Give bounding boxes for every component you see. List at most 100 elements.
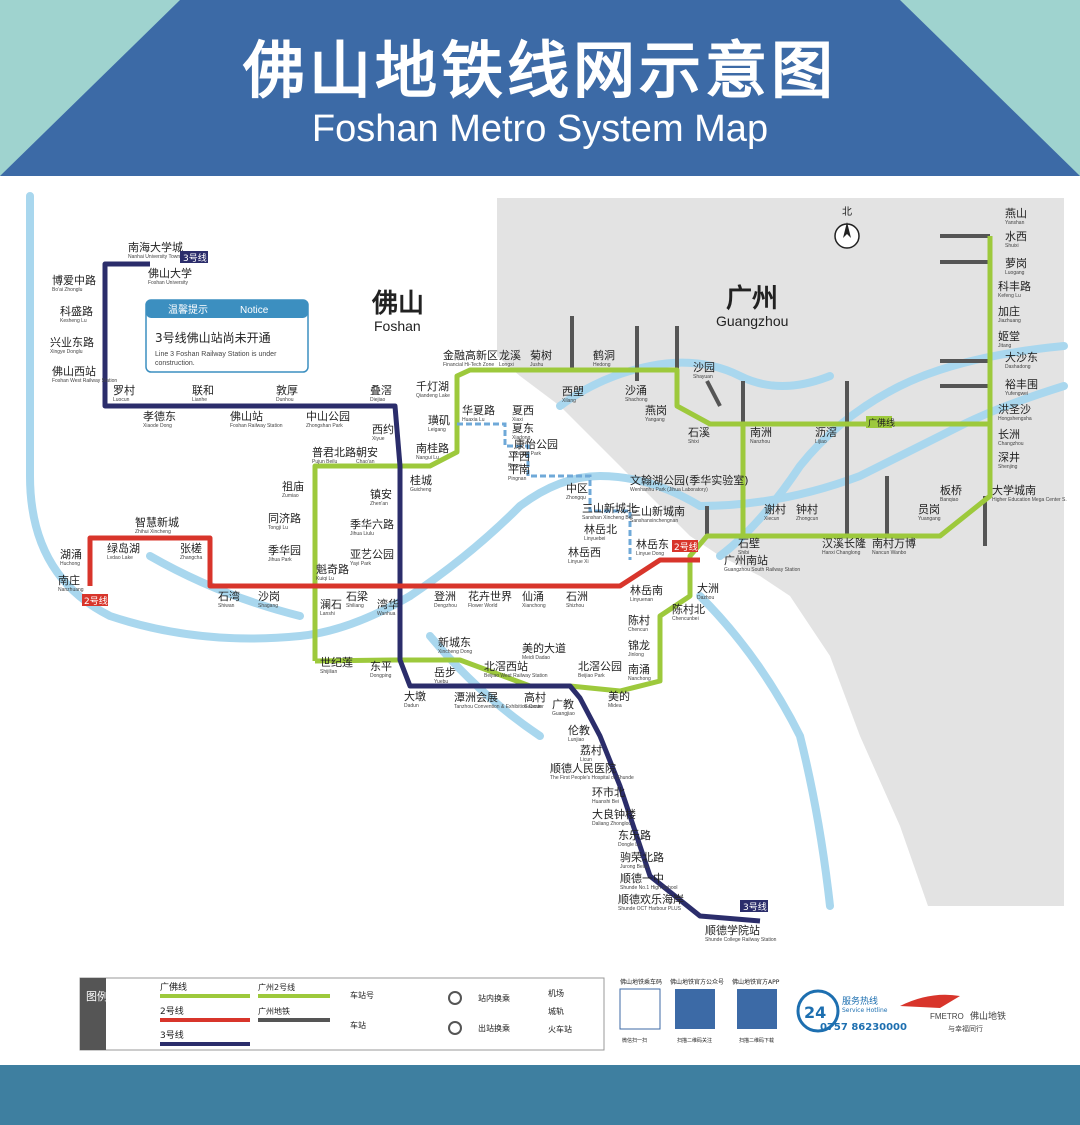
metro-map[interactable]: 佛山 Foshan 广州 Guangzhou 北 温馨提示 Notice 3号线… [0,176,1080,1065]
